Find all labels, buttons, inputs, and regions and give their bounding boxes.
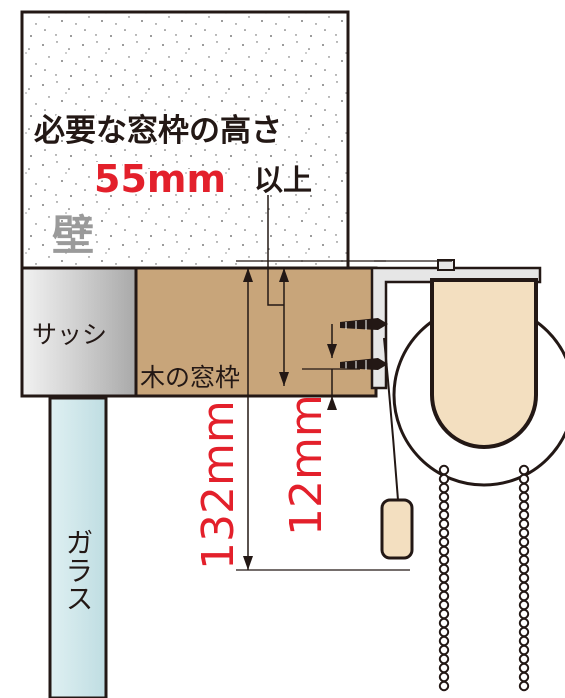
wood-frame: [134, 266, 378, 398]
bead-chain-left: [438, 464, 450, 692]
chain-bead: [438, 635, 450, 647]
chain-bead: [518, 527, 530, 539]
glass-pane: [48, 396, 108, 698]
chain-bead: [438, 509, 450, 521]
chain-bead: [518, 464, 530, 476]
screw-lower: [340, 358, 388, 370]
dimension-12mm: [302, 324, 360, 410]
chain-bead: [518, 518, 530, 530]
chain-bead: [438, 671, 450, 683]
wood-frame-label: 木の窓枠: [140, 363, 240, 392]
chain-bead: [518, 473, 530, 485]
chain-bead: [518, 599, 530, 611]
chain-bead: [518, 617, 530, 629]
chain-bead: [518, 572, 530, 584]
chain-bead: [518, 491, 530, 503]
required-height-value: 55mm: [94, 157, 226, 201]
required-height-suffix: 以上: [254, 163, 312, 197]
chain-bead: [518, 590, 530, 602]
chain-bead: [438, 599, 450, 611]
glass-label: ガラス: [62, 528, 95, 612]
screw-upper: [340, 318, 388, 330]
pull-cord: [383, 337, 399, 501]
bead-chain-right: [518, 464, 530, 692]
chain-bead: [518, 680, 530, 692]
dimension-132mm: [236, 268, 410, 571]
chain-bead: [438, 680, 450, 692]
chain-bead: [518, 581, 530, 593]
chain-bead: [518, 671, 530, 683]
chain-bead: [438, 518, 450, 530]
chain-bead: [518, 662, 530, 674]
chain-bead: [438, 500, 450, 512]
dimension-12mm-label: 12mm: [281, 394, 332, 536]
chain-bead: [438, 590, 450, 602]
chain-bead: [518, 608, 530, 620]
chain-bead: [438, 626, 450, 638]
chain-bead: [518, 653, 530, 665]
chain-bead: [518, 626, 530, 638]
chain-bead: [438, 563, 450, 575]
wall-label: 壁: [52, 211, 94, 260]
chain-bead: [518, 536, 530, 548]
chain-bead: [518, 563, 530, 575]
chain-bead: [438, 617, 450, 629]
chain-bead: [438, 554, 450, 566]
chain-bead: [438, 473, 450, 485]
chain-bead: [438, 545, 450, 557]
chain-bead: [438, 608, 450, 620]
chain-bead: [438, 572, 450, 584]
cord-weight: [380, 498, 414, 560]
chain-bead: [518, 545, 530, 557]
dimension-55mm: [236, 195, 452, 386]
chain-bead: [438, 482, 450, 494]
chain-bead: [438, 644, 450, 656]
chain-bead: [518, 635, 530, 647]
chain-bead: [518, 509, 530, 521]
chain-bead: [518, 482, 530, 494]
chain-bead: [518, 500, 530, 512]
sash: [20, 266, 138, 398]
chain-bead: [438, 491, 450, 503]
chain-bead: [438, 662, 450, 674]
chain-bead: [438, 536, 450, 548]
chain-bead: [438, 581, 450, 593]
chain-bead: [438, 464, 450, 476]
required-height-label: 必要な窓枠の高さ: [34, 113, 282, 149]
sash-label: サッシ: [32, 320, 107, 349]
dimension-132mm-label: 132mm: [193, 400, 244, 570]
chain-bead: [438, 527, 450, 539]
wall: [20, 10, 350, 270]
chain-bead: [438, 653, 450, 665]
chain-bead: [518, 644, 530, 656]
chain-bead: [518, 554, 530, 566]
roller-pulley: [392, 278, 565, 487]
